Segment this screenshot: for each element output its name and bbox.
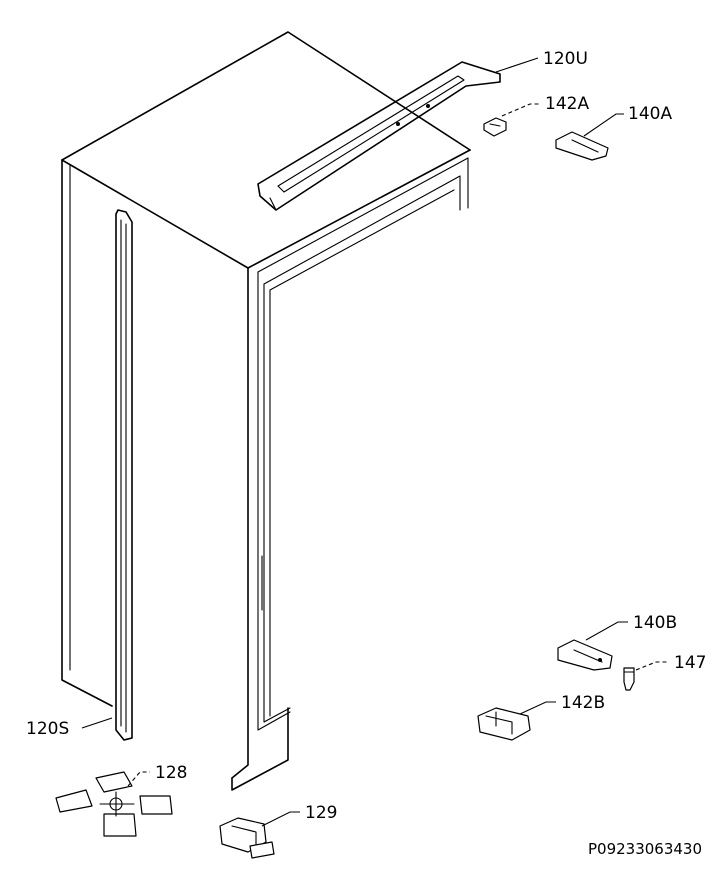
part-128-foot-assembly <box>55 771 173 837</box>
part-142b <box>477 707 531 741</box>
leader-lines <box>81 57 668 827</box>
label-129: 129 <box>305 803 337 823</box>
label-140a: 140A <box>628 104 672 124</box>
part-142a <box>483 117 507 137</box>
cabinet-outline <box>61 31 471 791</box>
part-140a <box>555 131 609 161</box>
label-140b: 140B <box>633 613 677 633</box>
top-rail-120u <box>257 61 501 211</box>
label-120u: 120U <box>543 49 588 69</box>
label-120s: 120S <box>26 719 69 739</box>
label-128: 128 <box>155 763 187 783</box>
part-140b <box>557 639 613 671</box>
part-147-screw <box>623 667 635 691</box>
label-142a: 142A <box>545 94 589 114</box>
label-142b: 142B <box>561 693 605 713</box>
label-147: 147 <box>674 653 706 673</box>
drawing-reference-number: P09233063430 <box>588 840 702 858</box>
part-129 <box>219 817 275 859</box>
side-rail-120s <box>115 209 133 741</box>
